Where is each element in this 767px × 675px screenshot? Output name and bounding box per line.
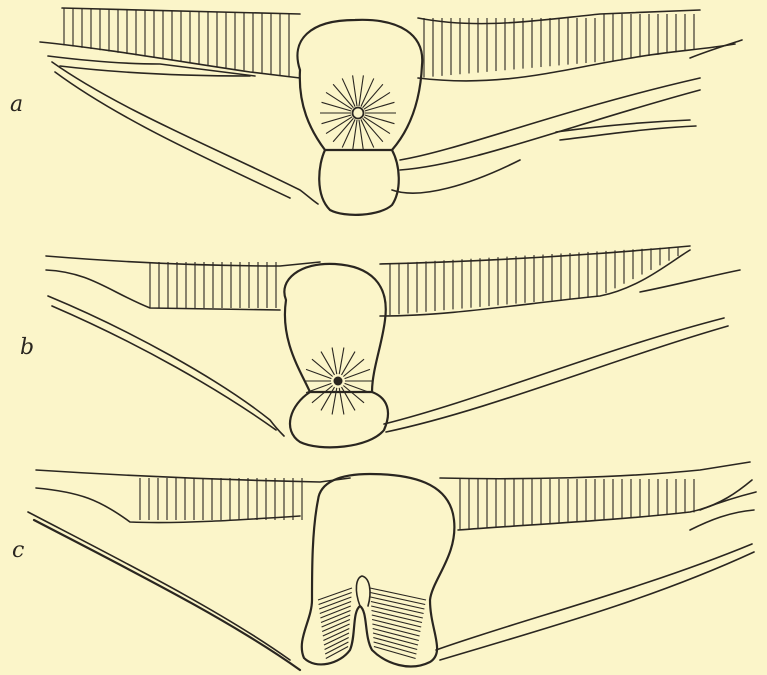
ectoderm-hatching-c-left [140, 478, 302, 520]
ectoderm-hatching-b-left [150, 262, 276, 308]
radiating-stroke [306, 369, 331, 378]
radiating-stroke [342, 352, 356, 375]
radiating-stroke [312, 385, 333, 402]
ectoderm-hatching-b-right [390, 247, 678, 315]
radiating-stroke [322, 102, 352, 111]
radiating-stroke [326, 92, 352, 109]
radiating-stroke [364, 117, 390, 134]
radiating-stroke [342, 387, 356, 410]
radiating-stroke [332, 348, 337, 375]
panel-b-drawing [46, 246, 740, 447]
radiating-stroke [312, 359, 333, 376]
panel-c-drawing [28, 462, 756, 670]
radiating-stroke [321, 352, 335, 375]
radiating-stroke [326, 117, 352, 134]
radiating-stroke [365, 102, 395, 111]
radiating-stroke [339, 348, 344, 375]
radiating-stroke [343, 359, 364, 376]
radiating-stroke [322, 115, 352, 124]
radiating-stroke [343, 385, 364, 402]
radiating-stroke [365, 115, 395, 124]
radiating-stroke [345, 369, 370, 378]
panel-a-drawing [40, 8, 742, 215]
radiating-stroke [364, 92, 390, 109]
radiating-stroke [321, 387, 335, 410]
